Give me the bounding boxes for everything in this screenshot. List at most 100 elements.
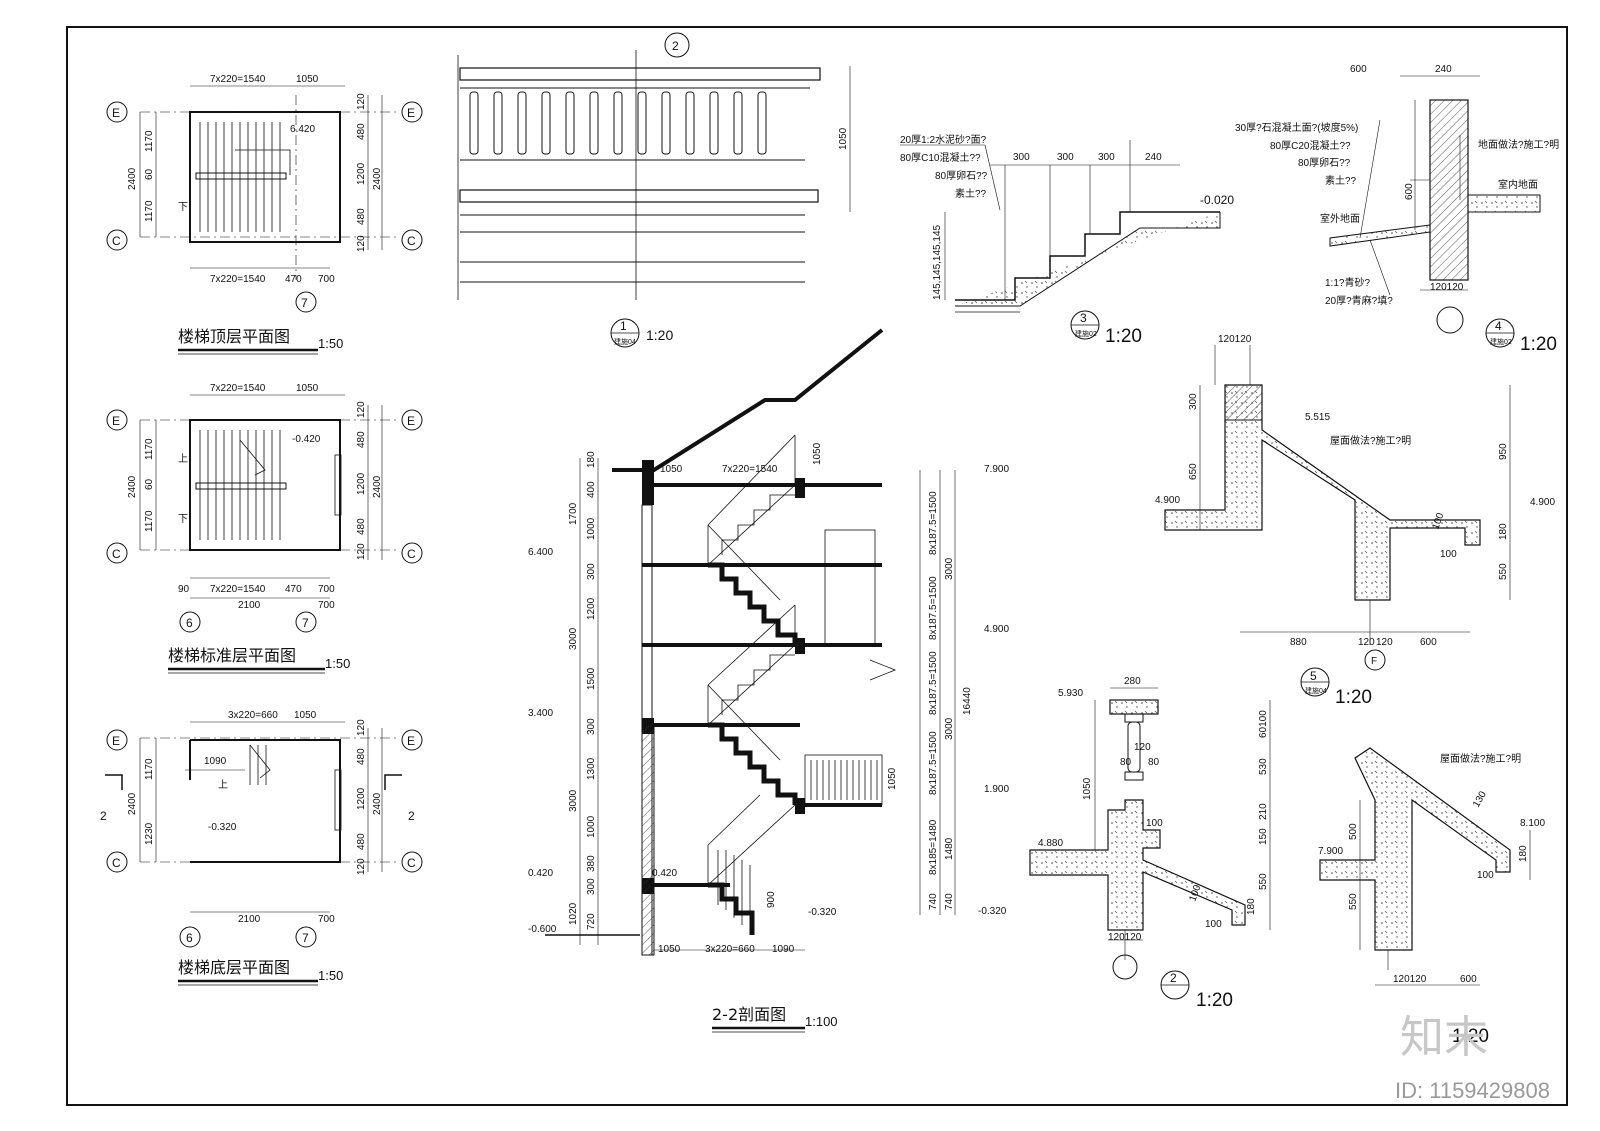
cut-mark-right: 2 — [408, 809, 415, 823]
ground-plan-labels: 3x220=660 1050 1090 2100 700 2400 1170 1… — [100, 710, 423, 986]
section-level-right-1: 4.900 — [984, 624, 1009, 635]
section-landing-level: 0.420 — [652, 868, 677, 879]
section-dim-l13: 300 — [586, 878, 597, 895]
section-dim-l4: 300 — [586, 563, 597, 580]
detail3-scale: 1:20 — [1105, 326, 1142, 347]
ground-axis-6: 6 — [186, 931, 193, 945]
section-dim-l0: 180 — [586, 451, 597, 468]
detail5-left-dim-1: 650 — [1188, 463, 1199, 480]
std-plan-dim-120a: 120 — [356, 401, 367, 418]
top-plan-dim-480b: 480 — [356, 208, 367, 225]
detail-5-eave — [1164, 345, 1511, 697]
top-plan-dim-2400r: 2400 — [372, 167, 383, 190]
top-plan-dim-60: 60 — [144, 168, 155, 180]
detail-3-steps — [900, 140, 1221, 340]
ground-plan-dim-480a: 480 — [356, 748, 367, 765]
detail2-right-dim-2: 210 — [1258, 803, 1269, 820]
detail5-small-dim: 100 — [1440, 549, 1457, 560]
detail3-tread-3: 240 — [1145, 152, 1162, 163]
detail4-top-dim-0: 600 — [1350, 64, 1367, 75]
section-bottom-level: -0.320 — [808, 907, 837, 918]
detail3-risers: 145,145,145,145 — [932, 224, 943, 300]
top-plan-dim-landing: 1050 — [296, 74, 319, 85]
top-plan-down: 下 — [178, 202, 188, 213]
std-plan-dim-treads-bottom: 7x220=1540 — [210, 584, 266, 595]
ground-plan-dim-120b: 120 — [356, 858, 367, 875]
top-plan-dim-1170a: 1170 — [144, 130, 155, 152]
ground-axis-c-right: C — [407, 856, 416, 870]
section-dim-l1: 400 — [586, 481, 597, 498]
detail2-height: 1050 — [1082, 777, 1093, 800]
top-floor-plan — [139, 85, 400, 280]
section-dim-l3: 1000 — [586, 517, 597, 540]
detail2-level-left: 4.880 — [1038, 838, 1063, 849]
section-dim-r3: 8x187.5=1500 — [928, 651, 939, 715]
detail-6-eave — [1319, 747, 1531, 986]
detail1-sheet: 建施04 — [614, 337, 636, 346]
ground-plan-dim-treads: 3x220=660 — [228, 710, 278, 721]
section-level-right-2: 1.900 — [984, 784, 1009, 795]
std-plan-up: 上 — [178, 453, 188, 465]
section-dim-r1: 3000 — [944, 557, 955, 580]
detail5-left-dim-0: 300 — [1188, 393, 1199, 410]
section-dim-l9: 1300 — [586, 757, 597, 780]
section-bottom-dim-2: 1090 — [772, 944, 795, 955]
detail6-bottom-dim-1: 600 — [1460, 974, 1477, 985]
detail5-axis: F — [1371, 656, 1377, 667]
detail4-height: 600 — [1404, 183, 1415, 200]
std-plan-dim-treads: 7x220=1540 — [210, 383, 266, 394]
section-dim-r4: 3000 — [944, 717, 955, 740]
detail-4-wall-base — [1329, 75, 1541, 348]
axis-e-label-right: E — [407, 106, 415, 120]
detail3-tread-2: 300 — [1098, 152, 1115, 163]
detail3-note-1: 80厚C10混凝土?? — [900, 151, 981, 164]
top-plan-dim-treads: 7x220=1540 — [210, 74, 266, 85]
detail4-top-dim-1: 240 — [1435, 64, 1452, 75]
std-plan-title: 楼梯标准层平面图 — [168, 646, 296, 665]
detail5-level-right: 4.900 — [1530, 497, 1555, 508]
section-bottom-dim-1: 3x220=660 — [705, 944, 755, 955]
detail-2-labels: 280 5.930 1050 80 120 80 100 4.880 60100… — [1038, 676, 1269, 1011]
detail4-bottom-dims: 120120 — [1430, 282, 1464, 293]
section-dim-l10: 3000 — [568, 789, 579, 812]
top-plan-title: 楼梯顶层平面图 — [178, 327, 290, 346]
detail4-note-low-0: 1:1?青砂? — [1325, 276, 1370, 289]
top-plan-dim-470: 470 — [285, 274, 302, 285]
detail4-note-0: 30厚?石混凝土面?(坡度5%) — [1235, 121, 1358, 134]
top-plan-scale: 1:50 — [318, 336, 343, 351]
detail6-bottom-dim-0: 120120 — [1393, 974, 1427, 985]
section-2-2 — [545, 328, 956, 956]
detail6-end-dim: 180 — [1518, 845, 1529, 862]
section-level-left-0: 6.400 — [528, 547, 553, 558]
detail4-outdoor: 室外地面 — [1320, 212, 1360, 225]
top-plan-dim-treads-bottom: 7x220=1540 — [210, 274, 266, 285]
ground-plan-dim-120a: 120 — [356, 719, 367, 736]
detail2-end-dim: 180 — [1246, 898, 1257, 915]
detail3-note-2: 80厚卵石?? — [935, 170, 988, 182]
std-plan-dim-90: 90 — [178, 584, 190, 595]
section-dim-r8: 1480 — [944, 837, 955, 860]
std-plan-dim-120b: 120 — [356, 543, 367, 560]
detail2-right-dim-0: 60100 — [1258, 710, 1269, 738]
detail2-small-dim: 100 — [1205, 919, 1222, 930]
top-plan-dim-120a: 120 — [356, 93, 367, 110]
std-plan-scale: 1:50 — [325, 656, 350, 671]
detail4-num: 4 — [1495, 319, 1502, 333]
std-plan-dim-60: 60 — [144, 478, 155, 490]
axis-7-label: 7 — [301, 296, 308, 310]
top-plan-dim-2400: 2400 — [127, 167, 138, 190]
section-dim-r7: 8x185=1480 — [928, 819, 939, 875]
detail6-left-dim-1: 550 — [1348, 893, 1359, 910]
detail6-left-dim-0: 500 — [1348, 823, 1359, 840]
detail5-num: 5 — [1310, 669, 1317, 683]
ground-plan-level: -0.320 — [208, 822, 237, 833]
std-plan-dim-1200: 1200 — [356, 472, 367, 495]
section-dim-r0: 8x187.5=1500 — [928, 491, 939, 555]
section-dim-l5: 1200 — [586, 597, 597, 620]
detail-1-labels: 1050 2 1 建施04 1:20 — [614, 39, 849, 346]
top-plan-dim-120b: 120 — [356, 235, 367, 252]
std-axis-7: 7 — [302, 616, 309, 630]
detail3-note-0: 20厚1:2水泥砂?面? — [900, 133, 987, 146]
ground-floor-plan — [105, 721, 402, 913]
section-dim-l15: 720 — [586, 913, 597, 930]
